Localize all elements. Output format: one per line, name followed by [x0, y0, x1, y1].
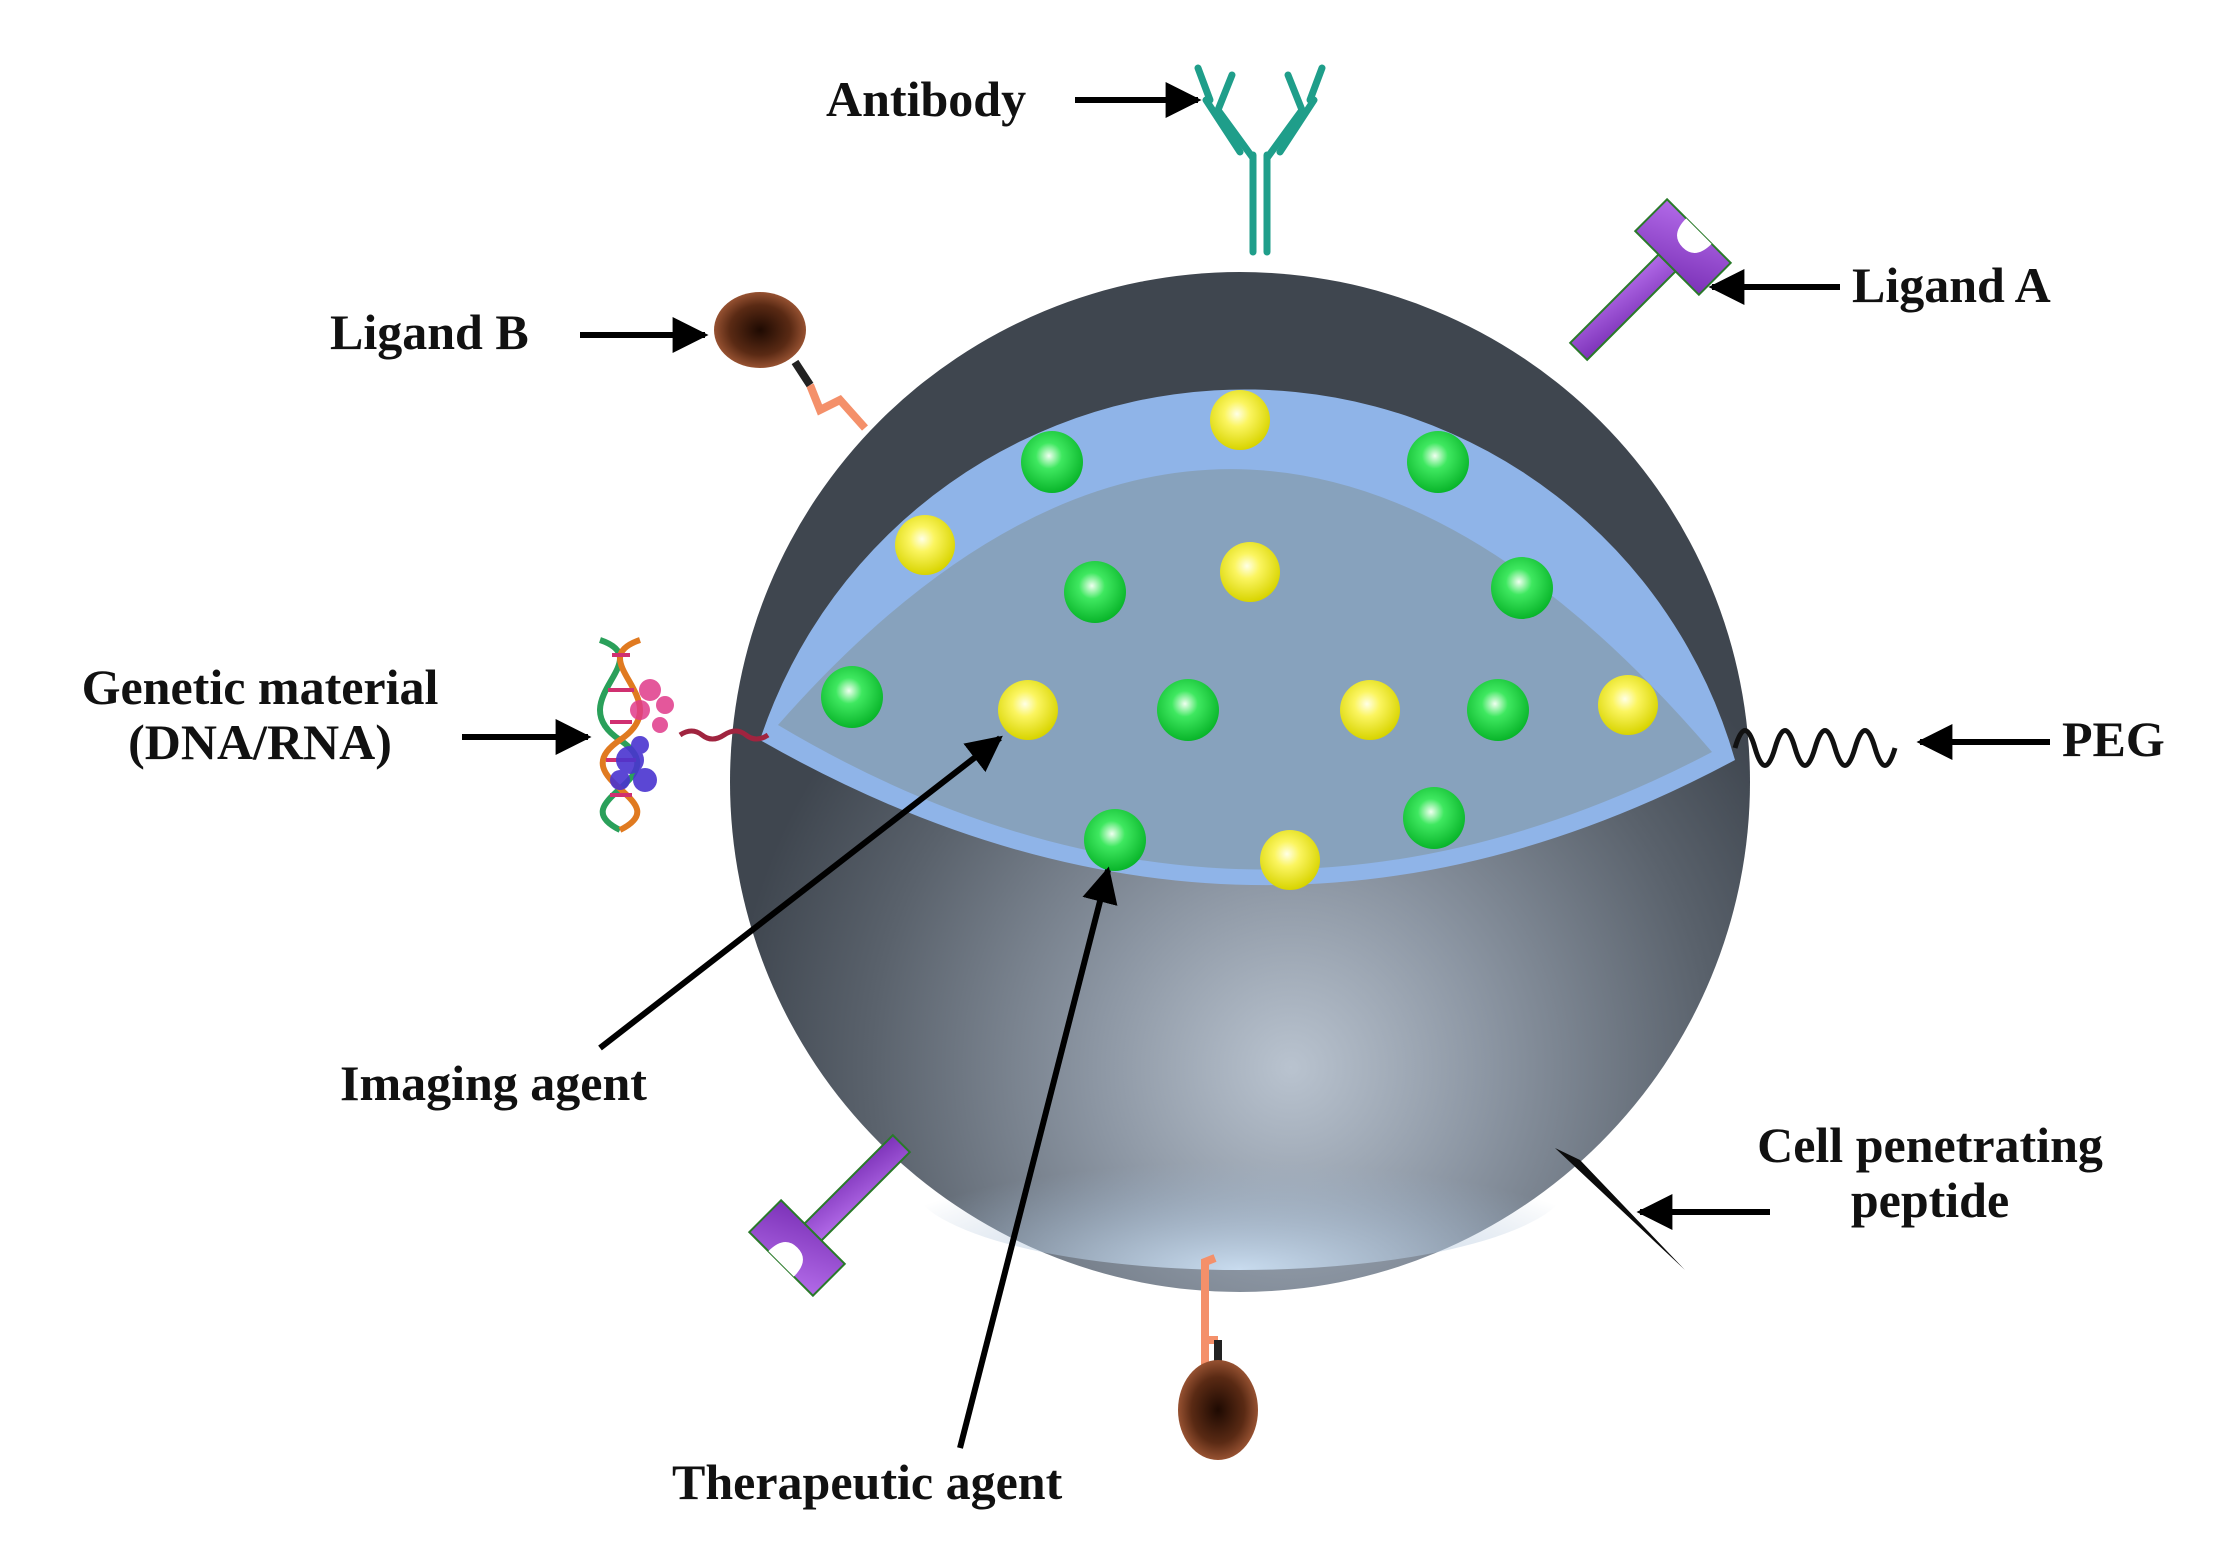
label-antibody: Antibody: [826, 71, 1027, 127]
cpp-icon: [1555, 1148, 1685, 1270]
ligand-a-icon: [747, 1133, 912, 1298]
annotation-arrows: [462, 82, 2050, 1449]
peg-icon: [1732, 728, 1898, 768]
label-cpp-line2: peptide: [1850, 1172, 2010, 1228]
therapeutic-particle: [1157, 679, 1219, 741]
label-cell-penetrating-peptide: Cell penetrating peptide: [1720, 1118, 2140, 1228]
imaging-particle: [1220, 542, 1280, 602]
label-genetic-material-line1: Genetic material: [81, 659, 439, 715]
label-imaging-agent: Imaging agent: [340, 1055, 647, 1111]
therapeutic-particle: [1021, 431, 1083, 493]
ligand-a-icon: [1568, 197, 1733, 362]
imaging-particle: [1210, 390, 1270, 450]
inner-core: [778, 469, 1712, 870]
imaging-particle: [998, 680, 1058, 740]
imaging-particle: [1598, 675, 1658, 735]
ligand-b-icon: [1178, 1254, 1258, 1460]
therapeutic-particle: [1403, 787, 1465, 849]
sphere-highlight: [910, 1090, 1570, 1270]
label-therapeutic-agent: Therapeutic agent: [672, 1454, 1063, 1510]
imaging-agents: [895, 390, 1658, 890]
therapeutic-particle: [1064, 561, 1126, 623]
antibody-icon: [1194, 64, 1326, 256]
label-genetic-material-line2: (DNA/RNA): [128, 714, 392, 770]
therapeutic-particle: [1491, 557, 1553, 619]
label-cpp-line1: Cell penetrating: [1757, 1117, 2103, 1173]
therapeutic-particle: [1407, 431, 1469, 493]
label-genetic-material: Genetic material (DNA/RNA): [40, 660, 480, 770]
dna-icon: [597, 637, 770, 833]
nanoparticle-sphere: [730, 272, 1750, 1292]
ligand-b-icon: [714, 292, 868, 431]
therapeutic-particle: [1084, 809, 1146, 871]
arrow-therapeutic-agent: [957, 866, 1118, 1449]
arrow-imaging-agent: [598, 735, 1003, 1051]
label-peg: PEG: [2062, 711, 2165, 767]
label-ligand-b: Ligand B: [330, 304, 529, 360]
therapeutic-particle: [1467, 679, 1529, 741]
imaging-particle: [1260, 830, 1320, 890]
imaging-particle: [895, 515, 955, 575]
label-ligand-a: Ligand A: [1852, 257, 2051, 313]
imaging-particle: [1340, 680, 1400, 740]
therapeutic-agents: [821, 431, 1553, 871]
therapeutic-particle: [821, 666, 883, 728]
